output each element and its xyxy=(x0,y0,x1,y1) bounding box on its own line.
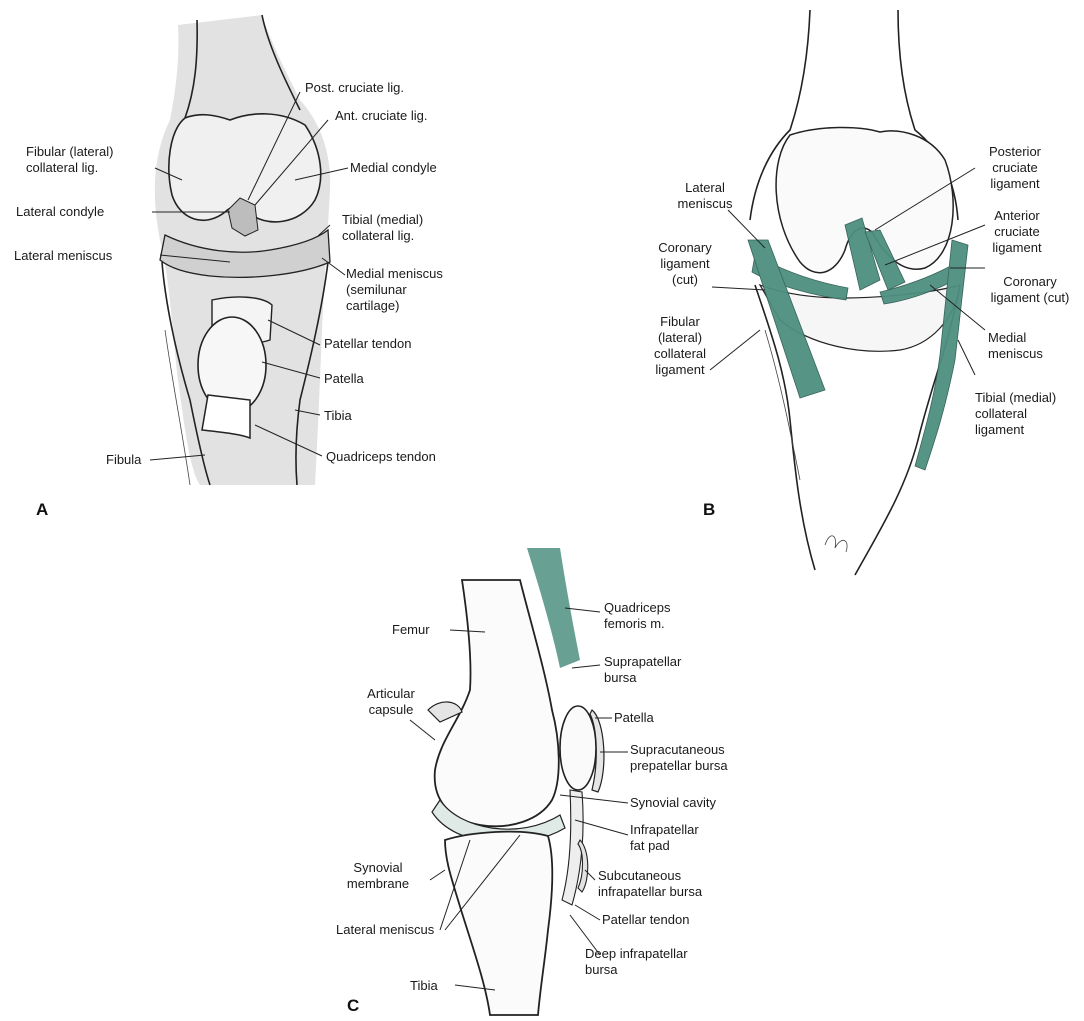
label-supracutaneous-prepatellar-bursa: Supracutaneous prepatellar bursa xyxy=(630,742,728,774)
label-tibia-c: Tibia xyxy=(410,978,438,994)
label-patellar-tendon-c: Patellar tendon xyxy=(602,912,689,928)
label-quadriceps-tendon-a: Quadriceps tendon xyxy=(326,449,436,465)
label-lateral-condyle: Lateral condyle xyxy=(16,204,104,220)
label-femur: Femur xyxy=(392,622,430,638)
label-lateral-meniscus-c: Lateral meniscus xyxy=(336,922,434,938)
label-lateral-meniscus-b: Lateral meniscus xyxy=(660,180,750,212)
label-synovial-membrane: Synovial membrane xyxy=(340,860,416,892)
label-fibular-collateral-lig: Fibular (lateral) collateral lig. xyxy=(26,144,113,176)
label-infrapatellar-fat-pad: Infrapatellar fat pad xyxy=(630,822,699,854)
label-subcutaneous-infrapatellar-bursa: Subcutaneous infrapatellar bursa xyxy=(598,868,702,900)
label-medial-condyle: Medial condyle xyxy=(350,160,437,176)
panel-c-tibia xyxy=(445,832,552,1015)
label-deep-infrapatellar-bursa: Deep infrapatellar bursa xyxy=(585,946,688,978)
label-fibula-a: Fibula xyxy=(106,452,141,468)
label-coronary-ligament-left: Coronary ligament (cut) xyxy=(645,240,725,288)
label-articular-capsule: Articular capsule xyxy=(356,686,426,718)
panel-b-drawing xyxy=(710,10,985,575)
label-suprapatellar-bursa: Suprapatellar bursa xyxy=(604,654,681,686)
label-patella-c: Patella xyxy=(614,710,654,726)
label-coronary-ligament-right: Coronary ligament (cut) xyxy=(975,274,1084,306)
panel-c-drawing xyxy=(410,548,628,1015)
label-patella-a: Patella xyxy=(324,371,364,387)
panel-b-letter: B xyxy=(703,500,715,520)
label-lateral-meniscus-a: Lateral meniscus xyxy=(14,248,112,264)
panel-b-artist-signature xyxy=(825,536,847,552)
label-medial-meniscus-b: Medial meniscus xyxy=(988,330,1043,362)
label-posterior-cruciate-ligament: Posterior cruciate ligament xyxy=(965,144,1065,192)
label-quadriceps-femoris: Quadriceps femoris m. xyxy=(604,600,670,632)
panel-c-letter: C xyxy=(347,996,359,1016)
label-post-cruciate-lig: Post. cruciate lig. xyxy=(305,80,404,96)
label-ant-cruciate-lig: Ant. cruciate lig. xyxy=(335,108,428,124)
label-synovial-cavity: Synovial cavity xyxy=(630,795,716,811)
panel-a-letter: A xyxy=(36,500,48,520)
label-medial-meniscus-a: Medial meniscus (semilunar cartilage) xyxy=(346,266,443,314)
label-anterior-cruciate-ligament: Anterior cruciate ligament xyxy=(972,208,1062,256)
panel-c-patella xyxy=(560,706,596,790)
label-tibial-collateral-ligament: Tibial (medial) collateral ligament xyxy=(975,390,1056,438)
label-tibia-a: Tibia xyxy=(324,408,352,424)
panel-a-quadriceps-tendon xyxy=(202,395,250,438)
label-patellar-tendon-a: Patellar tendon xyxy=(324,336,411,352)
label-fibular-collateral-ligament: Fibular (lateral) collateral ligament xyxy=(640,314,720,378)
label-tibial-collateral-lig: Tibial (medial) collateral lig. xyxy=(342,212,423,244)
